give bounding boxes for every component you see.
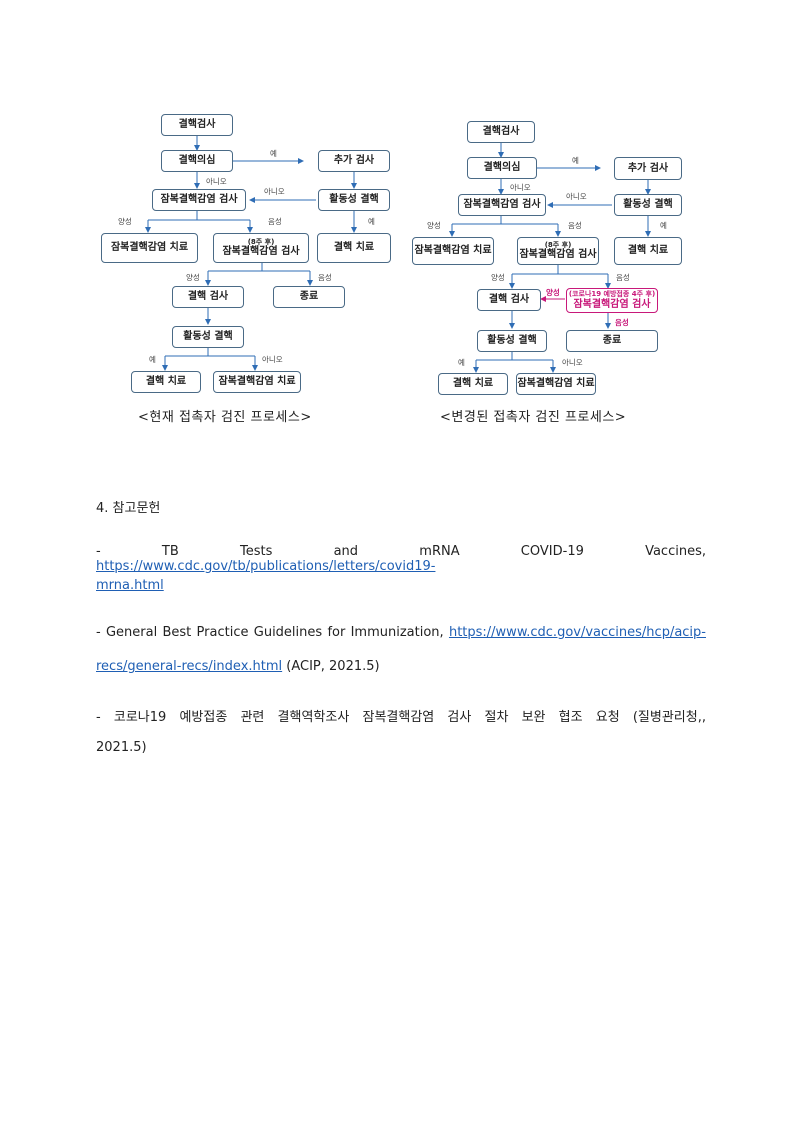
right-label-no2: 아니오 <box>566 192 587 201</box>
right-node-covid-sub: (코로나19 예방접종 4주 후) <box>568 290 656 299</box>
left-node-tb-treatment2: 결핵 치료 <box>131 371 201 393</box>
left-label-negative2: 음성 <box>318 273 332 282</box>
reference-1-line2: mrna.html <box>96 578 706 593</box>
right-label-yes3: 예 <box>458 358 465 367</box>
right-label-yes1: 예 <box>572 156 579 165</box>
reference-1-text: - TB Tests and mRNA COVID-19 Vaccines, <box>96 544 706 559</box>
reference-2-line2: recs/general-recs/index.html (ACIP, 2021… <box>96 659 706 674</box>
references-heading: 4. 참고문헌 <box>96 501 161 516</box>
right-node-covid-latent-test: (코로나19 예방접종 4주 후) 잠복결핵감염 검사 <box>566 288 658 313</box>
right-node-after8w-test: (8주 후) 잠복결핵감염 검사 <box>517 237 599 265</box>
reference-2-suffix: (ACIP, 2021.5) <box>282 659 380 674</box>
right-label-positive3: 양성 <box>546 288 560 297</box>
left-label-yes1: 예 <box>270 149 277 158</box>
left-node-latent-test: 잠복결핵감염 검사 <box>152 189 246 211</box>
right-node-tb-suspect: 결핵의심 <box>467 157 537 179</box>
left-node-tb-suspect: 결핵의심 <box>161 150 233 172</box>
reference-1-link-part1[interactable]: https://www.cdc.gov/tb/publications/lett… <box>96 559 436 574</box>
left-label-no2: 아니오 <box>264 187 285 196</box>
right-node-end: 종료 <box>566 330 658 352</box>
right-node-tb-treatment2: 결핵 치료 <box>438 373 508 395</box>
left-label-negative1: 음성 <box>268 217 282 226</box>
right-node-tb-treatment: 결핵 치료 <box>614 237 682 265</box>
reference-1-line1: - TB Tests and mRNA COVID-19 Vaccines, h… <box>96 544 706 574</box>
right-node-extra-test: 추가 검사 <box>614 157 682 180</box>
reference-2-link-part2[interactable]: recs/general-recs/index.html <box>96 659 283 674</box>
right-node-latent-test: 잠복결핵감염 검사 <box>458 194 546 216</box>
left-label-no3: 아니오 <box>262 355 283 364</box>
left-node-latent-treatment2: 잠복결핵감염 치료 <box>213 371 301 393</box>
right-node-after8w-sub: (8주 후) <box>544 240 572 249</box>
left-node-after8w-sub: (8주 후) <box>247 237 275 246</box>
right-label-negative2: 음성 <box>616 273 630 282</box>
reference-2-line1: - General Best Practice Guidelines for I… <box>96 625 706 640</box>
right-flowchart-caption: <변경된 접촉자 검진 프로세스> <box>440 410 627 425</box>
right-node-covid-main: 잠복결핵감염 검사 <box>573 298 651 310</box>
right-label-yes2: 예 <box>660 221 667 230</box>
left-node-active-tb: 활동성 결핵 <box>318 189 390 211</box>
left-node-after8w-test: (8주 후) 잠복결핵감염 검사 <box>213 233 309 263</box>
left-label-positive1: 양성 <box>118 217 132 226</box>
left-label-yes3: 예 <box>149 355 156 364</box>
right-label-positive1: 양성 <box>427 221 441 230</box>
right-node-active-tb: 활동성 결핵 <box>614 194 682 216</box>
right-label-positive2: 양성 <box>491 273 505 282</box>
right-node-latent-treatment2: 잠복결핵감염 치료 <box>516 373 596 395</box>
reference-2-text: - General Best Practice Guidelines for I… <box>96 625 449 640</box>
right-label-no3: 아니오 <box>562 358 583 367</box>
left-label-no1: 아니오 <box>206 177 227 186</box>
left-flowchart-caption: <현재 접촉자 검진 프로세스> <box>138 410 312 425</box>
right-label-negative1: 음성 <box>568 221 582 230</box>
flowchart-connectors <box>145 136 651 373</box>
right-node-after8w-main: 잠복결핵감염 검사 <box>519 249 597 261</box>
right-label-negative3: 음성 <box>615 318 629 327</box>
left-node-latent-treatment: 잠복결핵감염 치료 <box>101 233 198 263</box>
left-node-end: 종료 <box>273 286 345 308</box>
left-node-tb-exam: 결핵 검사 <box>172 286 244 308</box>
reference-3-line2: 2021.5) <box>96 740 147 755</box>
right-node-active-tb2: 활동성 결핵 <box>477 330 547 352</box>
left-label-positive2: 양성 <box>186 273 200 282</box>
reference-1-link-part2[interactable]: mrna.html <box>96 578 164 593</box>
reference-3-line1: - 코로나19 예방접종 관련 결핵역학조사 잠복결핵감염 검사 절차 보완 협… <box>96 710 706 725</box>
right-label-no1: 아니오 <box>510 183 531 192</box>
left-node-extra-test: 추가 검사 <box>318 150 390 172</box>
left-node-tb-treatment: 결핵 치료 <box>317 233 391 263</box>
right-node-tb-exam: 결핵 검사 <box>477 289 541 311</box>
right-node-tb-test: 결핵검사 <box>467 121 535 143</box>
left-node-active-tb2: 활동성 결핵 <box>172 326 244 348</box>
right-node-latent-treatment: 잠복결핵감염 치료 <box>412 237 494 265</box>
left-node-after8w-main: 잠복결핵감염 검사 <box>222 246 300 258</box>
left-node-tb-test: 결핵검사 <box>161 114 233 136</box>
left-label-yes2: 예 <box>368 217 375 226</box>
flowchart-area: 결핵검사 결핵의심 추가 검사 잠복결핵감염 검사 활동성 결핵 잠복결핵감염 … <box>0 0 800 400</box>
reference-2-link-part1[interactable]: https://www.cdc.gov/vaccines/hcp/acip- <box>448 625 706 640</box>
